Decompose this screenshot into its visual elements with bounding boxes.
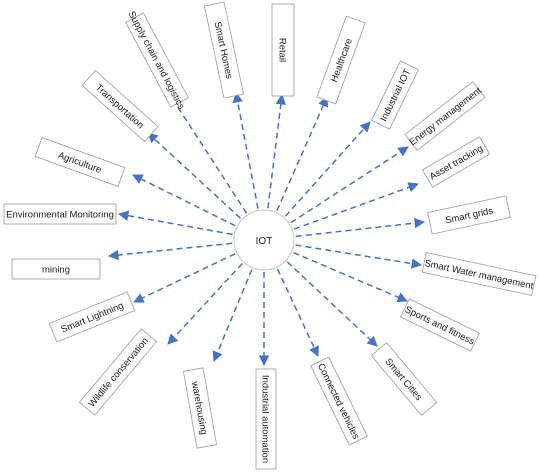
node-box: [404, 81, 486, 151]
node-label: Retail: [277, 38, 288, 62]
node-box: [203, 1, 245, 99]
spoke-arrow: [293, 251, 408, 303]
node-label: Energy management: [407, 85, 484, 148]
application-node: Wildlife conservation: [78, 328, 158, 416]
node-box: [81, 69, 159, 143]
application-node: Retail: [271, 3, 295, 97]
spoke-arrow: [147, 132, 242, 219]
node-box: [400, 298, 480, 352]
application-node: Sports and fitness: [400, 298, 480, 352]
spoke-arrow: [295, 244, 423, 269]
application-node: Smart Water management: [421, 252, 537, 296]
spoke-arrow: [286, 261, 378, 347]
application-node: Industrial automation: [255, 368, 277, 470]
node-box: [255, 368, 277, 470]
application-node: warehousing: [182, 367, 218, 449]
node-label: mining: [42, 265, 70, 276]
node-box: [421, 252, 537, 296]
node-box: [421, 136, 491, 188]
spoke-arrow: [117, 210, 233, 236]
node-box: [182, 367, 218, 449]
node-label: Supply chain and logistics: [126, 10, 187, 112]
node-label: Transportation: [93, 82, 146, 131]
application-node: Transportation: [81, 69, 159, 143]
node-box: [48, 291, 136, 343]
node-box: [310, 356, 368, 446]
node-box: [34, 137, 126, 187]
application-node: Supply chain and logistics: [125, 10, 189, 112]
application-node: Environmental Monitoring: [3, 203, 117, 225]
application-node: Healthcare: [316, 15, 366, 105]
node-label: Industrial automation: [260, 375, 271, 463]
application-node: Industrial IOT: [371, 60, 419, 130]
node-label: Connected vehicles: [315, 362, 361, 442]
application-node: Smart grids: [427, 195, 511, 235]
spoke-arrow: [167, 262, 243, 345]
node-box: [316, 15, 366, 105]
node-box: [427, 195, 511, 235]
application-node: Smart Lightning: [48, 291, 136, 343]
node-box: [11, 258, 101, 280]
spoke-arrow: [232, 91, 259, 209]
node-box: [125, 12, 189, 108]
application-node: Connected vehicles: [310, 356, 368, 446]
hub-label: IOT: [256, 236, 273, 247]
node-box: [78, 328, 158, 416]
spoke-arrow: [276, 96, 328, 212]
spoke-arrow: [133, 253, 236, 303]
spoke-arrow: [132, 174, 236, 227]
application-node: mining: [11, 258, 101, 280]
spoke-arrow: [276, 268, 319, 357]
spoke-arrow: [167, 91, 248, 214]
application-node: Agriculture: [34, 137, 126, 187]
spoke-arrow: [293, 182, 419, 230]
spoke-arrow: [295, 217, 426, 238]
application-node: Smart Homes: [203, 1, 245, 99]
hub-circle: [233, 209, 295, 271]
node-label: Environmental Monitoring: [6, 210, 114, 221]
spoke-arrow: [267, 93, 287, 209]
application-node: Asset tracking: [421, 136, 491, 188]
node-box: [3, 203, 117, 225]
spoke-arrow: [284, 121, 371, 217]
node-box: [271, 3, 295, 97]
spoke-arrow: [107, 242, 233, 261]
node-box: [371, 60, 419, 130]
application-node: Smart Cities: [370, 342, 438, 416]
node-label: Wildlife conservation: [87, 336, 151, 410]
spoke-arrow: [290, 146, 409, 224]
spoke-arrow: [212, 269, 253, 362]
node-box: [370, 342, 438, 416]
